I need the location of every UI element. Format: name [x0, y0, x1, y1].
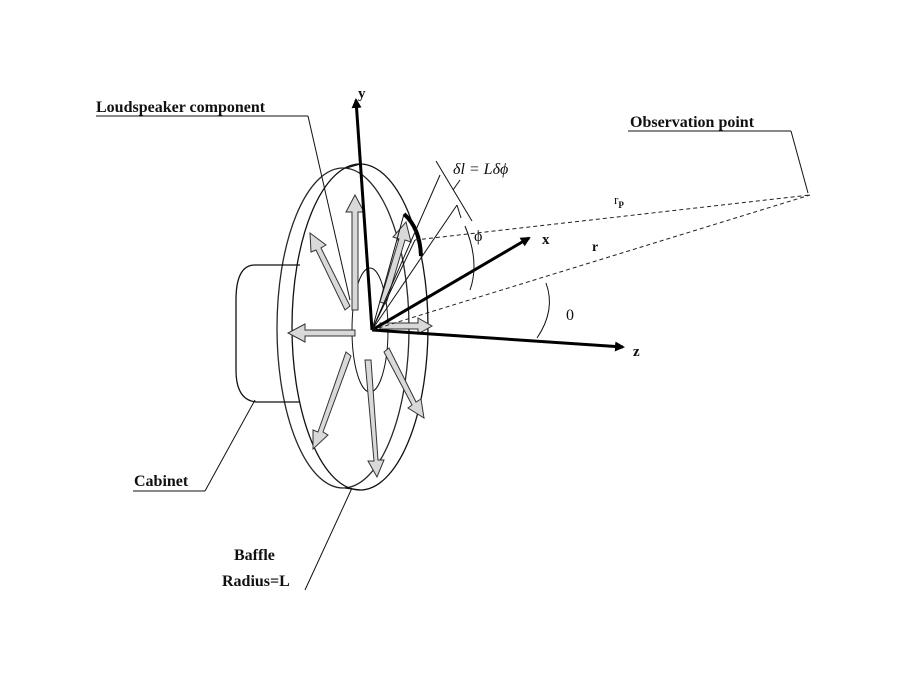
rp-label: rP — [614, 192, 624, 210]
radial-arrow-left — [286, 323, 356, 343]
ray-rp — [414, 194, 811, 241]
radius-label: Radius=L — [222, 573, 290, 590]
radial-arrow-lower-left — [312, 351, 352, 451]
phi-label: ϕ — [474, 228, 482, 245]
x-axis-label: x — [542, 232, 550, 248]
baffle-leader — [304, 487, 353, 591]
theta-label: 0 — [566, 307, 574, 324]
ray-r — [371, 194, 811, 331]
arc-element-highlight — [402, 212, 423, 257]
observation-rays — [371, 194, 811, 331]
radial-arrow-lower-right — [383, 347, 425, 420]
baffle-label: Baffle — [234, 547, 275, 564]
rp-subscript: P — [618, 200, 624, 210]
z-axis — [371, 328, 625, 352]
radial-arrow-right — [379, 317, 434, 335]
radial-arrow-up — [345, 193, 365, 311]
theta-angle-arc — [536, 282, 550, 339]
cabinet-body — [235, 264, 300, 403]
radial-arrow-upper-right — [379, 220, 412, 305]
arc-element-formula: δl = Lδϕ — [453, 161, 508, 178]
radial-source-arrows — [286, 193, 434, 479]
loudspeaker-component-label: Loudspeaker component — [96, 99, 266, 116]
x-axis — [371, 236, 531, 332]
radial-arrow-down — [364, 359, 385, 479]
y-axis — [351, 98, 374, 331]
observation-point-label: Observation point — [630, 114, 755, 131]
radial-arrow-upper-left — [309, 231, 351, 311]
r-label: r — [592, 240, 598, 255]
z-axis-label: z — [633, 344, 640, 360]
coordinate-axes — [351, 98, 625, 352]
y-axis-label: y — [358, 86, 366, 102]
rp-main: r — [614, 192, 619, 207]
phi-angle-arc — [464, 225, 475, 291]
leader-lines — [96, 115, 809, 591]
construction-lines — [371, 160, 473, 331]
cabinet-label: Cabinet — [134, 473, 189, 490]
